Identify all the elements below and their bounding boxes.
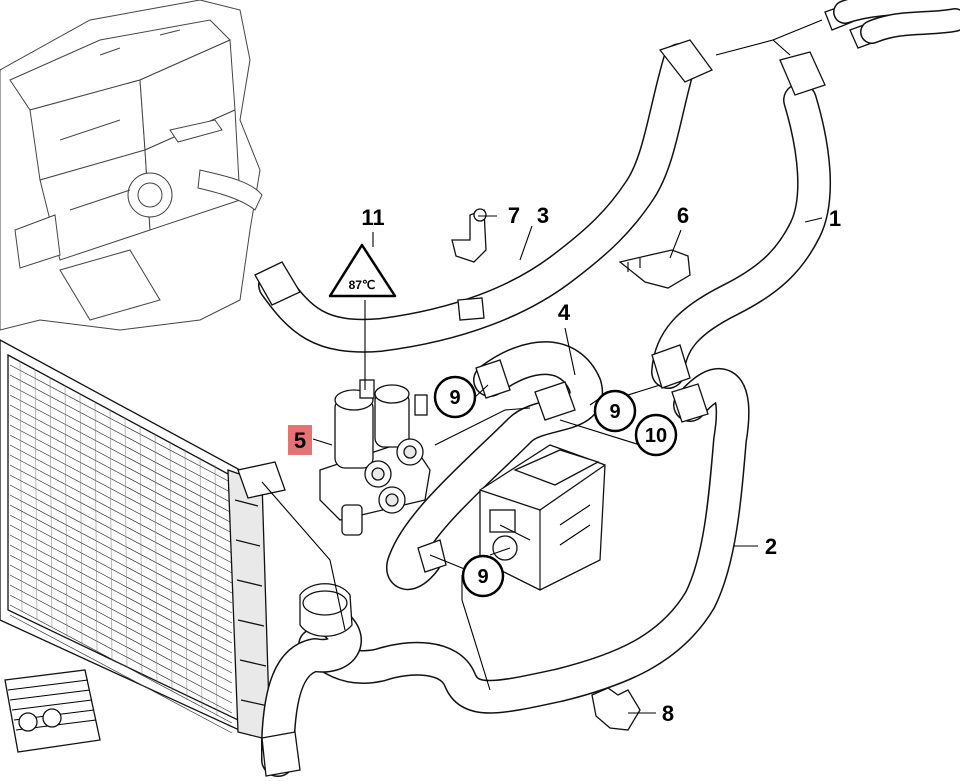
water-valve — [319, 379, 431, 536]
radiator-fin-line — [9, 434, 233, 554]
clamp-7 — [451, 208, 487, 263]
hose-3 — [254, 39, 714, 353]
radiator-fin-line — [9, 424, 233, 544]
radiator-fin-line — [9, 534, 233, 654]
radiator-fins — [9, 360, 233, 734]
radiator-fin-line — [169, 440, 173, 693]
callout-9b: 9 — [609, 401, 620, 423]
radiator-fin-line — [79, 392, 83, 645]
radiator-fin-line — [124, 416, 128, 669]
engine-block — [0, 0, 263, 331]
radiator-fin-line — [9, 524, 233, 644]
callout-9b-circle — [593, 389, 637, 433]
callout-3: 3 — [537, 203, 549, 228]
radiator — [0, 339, 271, 741]
radiator-fin-line — [214, 464, 218, 717]
radiator-fin-line — [184, 448, 188, 701]
radiator-fin-line — [9, 554, 233, 674]
radiator-fin-line — [9, 414, 233, 534]
callout-10: 10 — [645, 425, 667, 447]
radiator-fin-line — [34, 368, 38, 621]
callout-9a: 9 — [449, 387, 460, 409]
radiator-fin-line — [94, 400, 98, 653]
radiator-fin-line — [9, 374, 233, 494]
callout-10-circle — [634, 413, 678, 457]
radiator-fin-line — [9, 444, 233, 564]
leader-lines — [261, 19, 823, 714]
callout-9a-circle — [433, 375, 477, 419]
callout-5-highlight — [288, 425, 312, 455]
callouts: 1 2 3 4 5 6 7 8 11 9 9 10 9 — [288, 203, 841, 726]
radiator-fin-line — [199, 456, 203, 709]
clamp-6 — [618, 249, 691, 289]
callout-4: 4 — [558, 300, 571, 325]
callout-5: 5 — [294, 428, 306, 453]
radiator-fin-line — [9, 574, 233, 694]
oil-cooler — [4, 669, 101, 753]
radiator-fin-line — [139, 424, 143, 677]
callout-8: 8 — [662, 701, 674, 726]
callout-6: 6 — [677, 203, 689, 228]
radiator-fin-line — [9, 464, 233, 584]
radiator-fin-line — [19, 360, 23, 613]
warning-symbol-text: 87℃ — [349, 278, 376, 292]
radiator-fin-line — [9, 564, 233, 684]
radiator-fin-line — [9, 474, 233, 594]
callout-1: 1 — [829, 206, 841, 231]
radiator-fin-line — [9, 384, 233, 504]
callout-9c-circle — [461, 554, 505, 598]
radiator-fin-line — [9, 404, 233, 524]
radiator-fin-line — [64, 384, 68, 637]
hose-2 — [298, 368, 750, 714]
clamp-8 — [591, 687, 641, 731]
radiator-fin-line — [9, 494, 233, 614]
radiator-fin-line — [154, 432, 158, 685]
radiator-fin-line — [9, 544, 233, 664]
radiator-fin-line — [109, 408, 113, 661]
top-connectors — [824, 0, 960, 49]
radiator-fin-line — [9, 614, 233, 734]
radiator-fin-line — [9, 394, 233, 514]
radiator-fin-line — [49, 376, 53, 629]
radiator-fin-line — [9, 504, 233, 624]
callout-7: 7 — [508, 203, 520, 228]
auxiliary-box — [479, 444, 606, 591]
hose-1 — [651, 51, 832, 389]
callout-2: 2 — [765, 534, 777, 559]
lower-radiator-hose — [237, 461, 362, 777]
radiator-fin-line — [9, 604, 233, 724]
radiator-fin-line — [9, 364, 233, 484]
callout-9c: 9 — [477, 566, 488, 588]
warning-triangle-icon: 87℃ — [328, 243, 397, 298]
hose-4 — [386, 341, 604, 591]
callout-11: 11 — [361, 205, 384, 230]
radiator-fin-line — [9, 584, 233, 704]
radiator-fin-line — [9, 454, 233, 574]
radiator-fin-line — [9, 484, 233, 604]
radiator-fin-line — [9, 514, 233, 634]
radiator-fin-line — [9, 594, 233, 714]
